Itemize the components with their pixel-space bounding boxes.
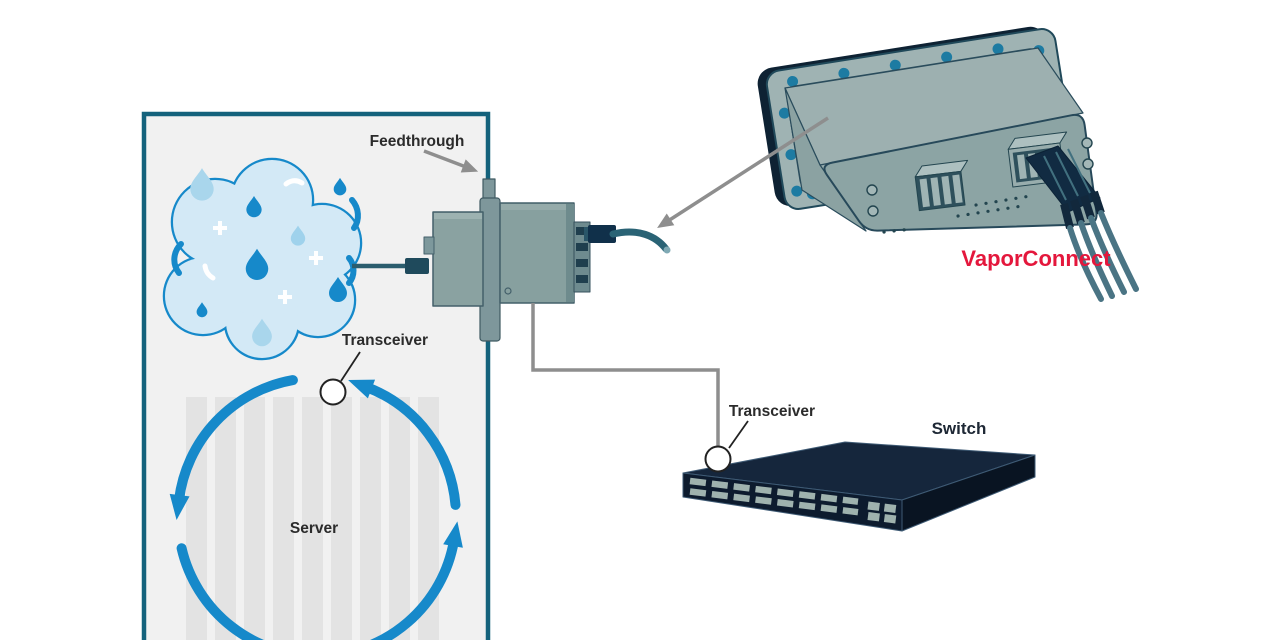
connector-slots <box>576 227 588 283</box>
vent-dots <box>882 194 1032 234</box>
airflow-arc-left <box>169 375 298 520</box>
cloud-glints <box>202 178 305 281</box>
transceiver-marker-icon <box>704 445 732 473</box>
transceiver-marker-icon <box>319 378 347 406</box>
callout-line <box>340 351 361 382</box>
cloud-side-plug <box>405 258 429 274</box>
feedthrough-body-inner <box>432 211 484 307</box>
tank: Server <box>141 111 491 640</box>
callout-line <box>728 420 749 449</box>
connector-cage-left <box>914 159 969 212</box>
switch-side-face <box>901 454 1036 532</box>
feedthrough-callout: Feedthrough <box>370 133 479 173</box>
fiber-cables <box>1067 210 1139 302</box>
outer-plug <box>588 225 616 243</box>
product-label: VaporConnect <box>961 246 1111 271</box>
face-screws <box>866 137 1094 217</box>
feedthrough-arrow-icon <box>423 149 479 173</box>
feedthrough-device <box>352 178 671 342</box>
inner-port <box>423 236 435 255</box>
fiber-link-cable <box>531 303 720 446</box>
cable-tip <box>663 246 671 254</box>
vapor-cloud-icon <box>162 157 363 361</box>
cable-boots <box>1060 190 1105 229</box>
server-fins <box>186 397 439 640</box>
feedthrough-label: Feedthrough <box>370 133 465 150</box>
tank-transceiver-callout: Transceiver <box>319 332 428 406</box>
switch-transceiver-callout: Transceiver <box>704 403 815 473</box>
body-edge <box>566 204 574 302</box>
airflow-arc-right <box>348 379 461 510</box>
switch-label: Switch <box>932 419 987 438</box>
body-highlight <box>434 213 482 219</box>
switch-ports <box>689 477 897 524</box>
outer-cable <box>609 228 670 253</box>
plug-separators <box>1043 148 1091 201</box>
screw-icon <box>504 287 512 295</box>
product-pointer-arrow-icon <box>657 116 829 229</box>
feedthrough-body-outer <box>499 202 575 304</box>
body-left-face <box>784 87 867 232</box>
cloud-motion-arcs <box>171 197 361 286</box>
airflow-arrows <box>169 375 463 640</box>
vaporconnect-device: VaporConnect <box>757 26 1139 302</box>
tank-transceiver-label: Transceiver <box>342 332 428 349</box>
airflow-arc-bottom <box>176 521 463 640</box>
server-label: Server <box>290 520 338 537</box>
plug-collar <box>584 227 590 241</box>
body-highlight <box>501 204 573 210</box>
network-switch: Switch <box>682 419 1036 532</box>
switch-transceiver-label: Transceiver <box>729 403 815 420</box>
